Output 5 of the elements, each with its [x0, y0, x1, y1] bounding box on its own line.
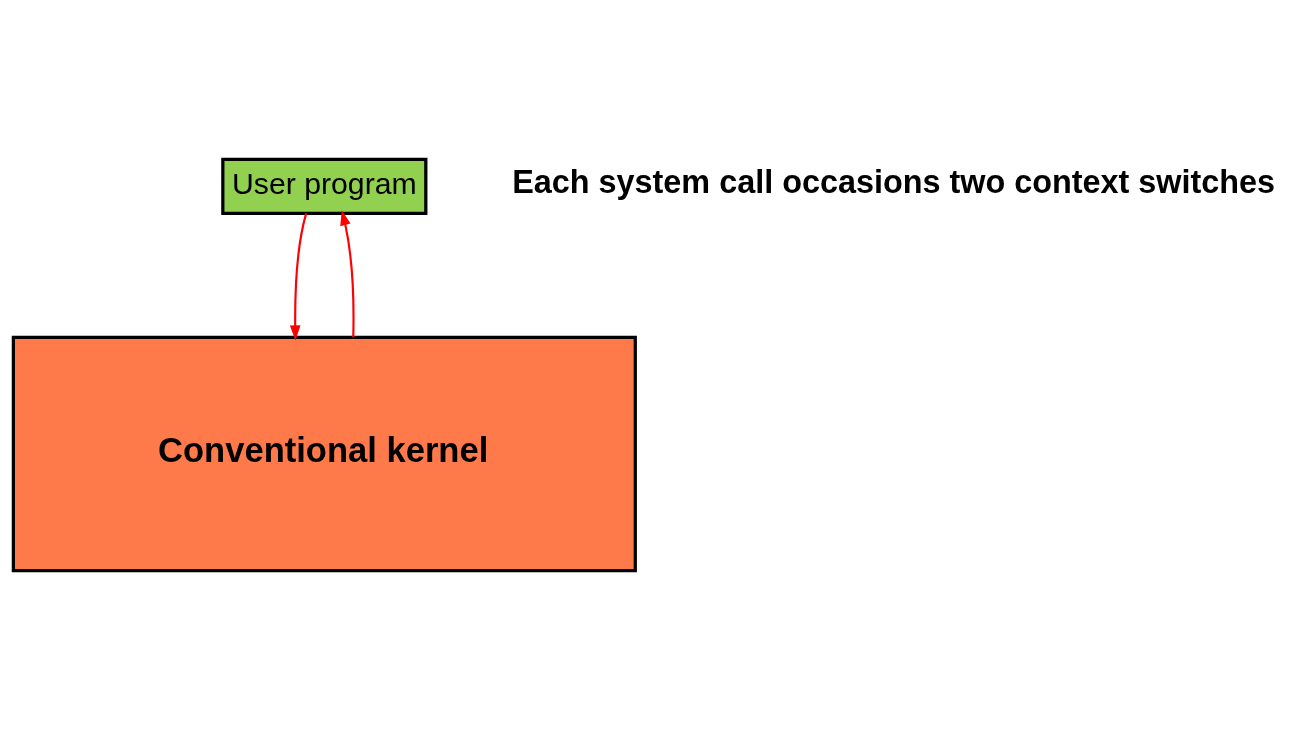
label: Each system call occasions two context switches — [512, 164, 1276, 201]
arrow — [340, 210, 355, 338]
arrow — [289, 213, 308, 341]
node-box: Conventional kernel — [11, 335, 637, 573]
node-box: User program — [221, 157, 428, 215]
